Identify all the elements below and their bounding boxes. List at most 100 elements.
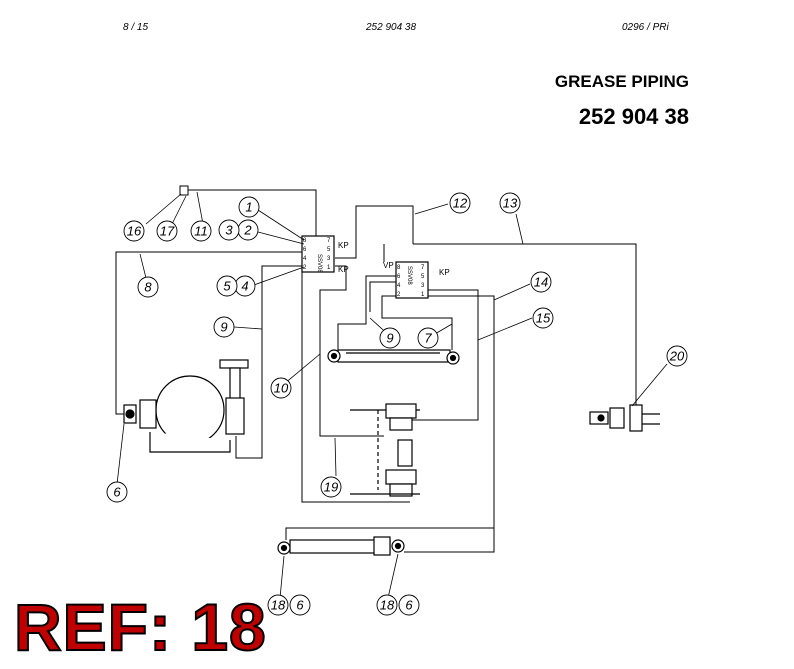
revision-code: 0296 / PRi xyxy=(622,22,669,33)
callout-4: 4 xyxy=(234,275,256,297)
callout-number: 17 xyxy=(160,224,175,239)
callout-number: 15 xyxy=(536,311,551,326)
pipe-19 xyxy=(301,270,410,503)
svg-text:1: 1 xyxy=(327,265,331,271)
distributor-right-ports-right: 7 5 3 1 xyxy=(421,265,425,298)
callout-number: 20 xyxy=(669,349,685,364)
callout-10: 10 xyxy=(270,377,292,399)
callout-number: 6 xyxy=(296,598,304,613)
svg-text:7: 7 xyxy=(421,265,425,271)
callout-number: 16 xyxy=(127,224,142,239)
pipe-9-left xyxy=(235,265,302,459)
page-number: 8 / 15 xyxy=(123,22,149,33)
callout-13: 13 xyxy=(499,192,521,214)
svg-text:1: 1 xyxy=(421,292,425,298)
callout-number: 14 xyxy=(534,275,548,290)
svg-text:3: 3 xyxy=(421,283,425,289)
leader-lines xyxy=(116,191,668,599)
pipe-10 xyxy=(319,265,384,437)
distributor-right-name: SSV08 xyxy=(406,266,412,285)
svg-text:4: 4 xyxy=(303,256,307,262)
callout-14: 14 xyxy=(530,271,552,293)
distributor-left-ports-left: 8 6 4 2 xyxy=(303,238,307,271)
part-number: 252 904 38 xyxy=(578,104,689,129)
pipe-14 xyxy=(412,289,479,421)
svg-text:5: 5 xyxy=(327,247,331,253)
callout-8: 8 xyxy=(137,276,159,298)
distributor-left-name: SSV08 xyxy=(316,254,322,273)
kp-tag: KP xyxy=(338,241,349,250)
callout-12: 12 xyxy=(449,192,471,214)
callout-18: 18 xyxy=(267,594,289,616)
callout-number: 18 xyxy=(380,598,395,613)
callout-17: 17 xyxy=(156,220,178,242)
callout-number: 13 xyxy=(503,196,518,211)
pipe-13 xyxy=(413,243,637,410)
page-title: GREASE PIPING xyxy=(554,72,689,91)
document-number: 252 904 38 xyxy=(366,22,417,33)
callout-15: 15 xyxy=(532,307,554,329)
pipe-12 xyxy=(335,205,414,259)
svg-text:6: 6 xyxy=(303,247,307,253)
svg-text:3: 3 xyxy=(327,256,331,262)
callout-19: 19 xyxy=(320,476,342,498)
distributor-right-ports-left: 8 6 4 2 xyxy=(397,265,401,298)
callout-number: 6 xyxy=(113,485,121,500)
svg-text:7: 7 xyxy=(327,238,331,244)
pipe-9-right xyxy=(369,281,396,312)
callout-5: 5 xyxy=(216,275,238,297)
svg-text:5: 5 xyxy=(421,274,425,280)
svg-text:6: 6 xyxy=(397,274,401,280)
drum-assembly xyxy=(123,359,249,453)
callout-2: 2 xyxy=(237,219,259,241)
hydraulic-cylinder-lower xyxy=(277,536,405,556)
callout-9: 9 xyxy=(379,327,401,349)
callout-7: 7 xyxy=(417,327,439,349)
callout-number: 1 xyxy=(245,200,252,215)
hydraulic-cylinder-upper xyxy=(327,349,460,365)
callout-number: 19 xyxy=(324,480,338,495)
pipe-8 xyxy=(115,251,302,415)
callout-9: 9 xyxy=(213,316,235,338)
callout-number: 11 xyxy=(194,224,208,239)
distributor-left: SSV08 8 6 4 2 7 5 3 1 KP KP xyxy=(301,235,349,274)
callout-number: 5 xyxy=(223,279,231,294)
reference-label: REF: 18 xyxy=(13,590,267,664)
callout-number: 18 xyxy=(271,598,286,613)
callout-number: 7 xyxy=(424,331,432,346)
callout-3: 3 xyxy=(218,219,240,241)
callout-number: 8 xyxy=(144,280,152,295)
kp-tag: KP xyxy=(338,265,349,274)
callout-20: 20 xyxy=(666,345,688,367)
svg-text:8: 8 xyxy=(397,265,401,271)
bearing-assembly xyxy=(350,403,420,497)
pipe-lines xyxy=(115,189,637,553)
pipe-11 xyxy=(181,189,317,236)
callout-1: 1 xyxy=(238,196,260,218)
distributor-left-ports-right: 7 5 3 1 xyxy=(327,238,331,271)
callout-11: 11 xyxy=(190,220,212,242)
callout-number: 10 xyxy=(274,381,289,396)
callout-16: 16 xyxy=(123,220,145,242)
kp-tag: KP xyxy=(439,268,450,277)
callout-number: 6 xyxy=(405,598,413,613)
callout-number: 3 xyxy=(225,223,233,238)
grease-fitting-top xyxy=(179,185,189,196)
callout-number: 2 xyxy=(243,223,252,238)
callout-number: 9 xyxy=(386,331,393,346)
svg-text:2: 2 xyxy=(397,292,401,298)
vp-tag: VP xyxy=(383,261,394,270)
pipe-18 xyxy=(404,528,495,553)
svg-text:2: 2 xyxy=(303,265,307,271)
callout-6: 6 xyxy=(106,481,128,503)
cardan-joint xyxy=(589,404,660,432)
callout-6: 6 xyxy=(398,594,420,616)
svg-text:8: 8 xyxy=(303,238,307,244)
callout-6: 6 xyxy=(289,594,311,616)
svg-text:4: 4 xyxy=(397,283,401,289)
pipe-7-loop xyxy=(337,275,396,350)
distributor-right: SSV08 8 6 4 2 7 5 3 1 VP KP xyxy=(383,261,450,299)
pipe-7 xyxy=(381,295,453,350)
